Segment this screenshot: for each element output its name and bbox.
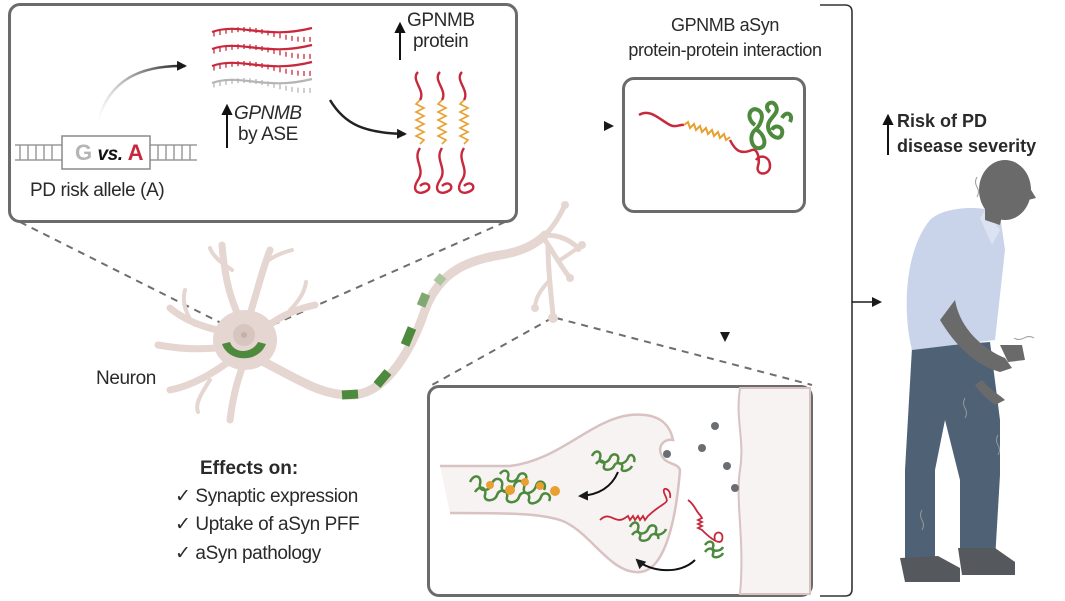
effects-item-label: Synaptic expression <box>195 486 358 507</box>
neuron-label: Neuron <box>96 368 156 389</box>
synapse-panel <box>427 385 813 597</box>
axon-terminals <box>531 201 586 323</box>
nucleolus <box>241 332 247 338</box>
protein-label-line1: GPNMB <box>407 10 475 31</box>
vs-label: vs. <box>97 144 123 165</box>
genetics-panel <box>8 3 518 223</box>
patient-figure <box>900 160 1036 582</box>
allele-comparison: G vs. A <box>75 140 143 166</box>
interaction-title-line1: GPNMB aSyn <box>670 15 780 35</box>
check-icon: ✓ <box>175 514 191 535</box>
outcome-line2: disease severity <box>897 136 1037 156</box>
ref-allele: G <box>75 140 92 165</box>
check-icon: ✓ <box>175 486 191 507</box>
interaction-title-line2: protein-protein interaction <box>628 40 822 60</box>
effects-item: ✓ Uptake of aSyn PFF <box>175 514 360 536</box>
mrna-ase-label: by ASE <box>238 124 298 145</box>
risk-allele: A <box>127 140 144 165</box>
effects-item-label: Uptake of aSyn PFF <box>195 514 360 535</box>
bracket <box>820 4 853 597</box>
effects-item: ✓ aSyn pathology <box>175 543 321 565</box>
check-icon: ✓ <box>175 543 191 564</box>
protein-label-line2: protein <box>413 31 469 52</box>
endoplasmic-reticulum <box>222 342 266 359</box>
allele-caption: PD risk allele (A) <box>30 180 165 201</box>
effects-item-label: aSyn pathology <box>195 543 321 564</box>
interaction-panel <box>622 77 806 213</box>
effects-heading: Effects on: <box>200 458 299 479</box>
myelin-segments <box>341 273 447 400</box>
zoom-lines-soma <box>19 221 506 336</box>
effects-item: ✓ Synaptic expression <box>175 486 358 508</box>
zoom-lines-synapse <box>431 317 813 386</box>
mrna-gene-label: GPNMB <box>234 103 302 124</box>
outcome-line1: Risk of PD <box>897 111 988 131</box>
